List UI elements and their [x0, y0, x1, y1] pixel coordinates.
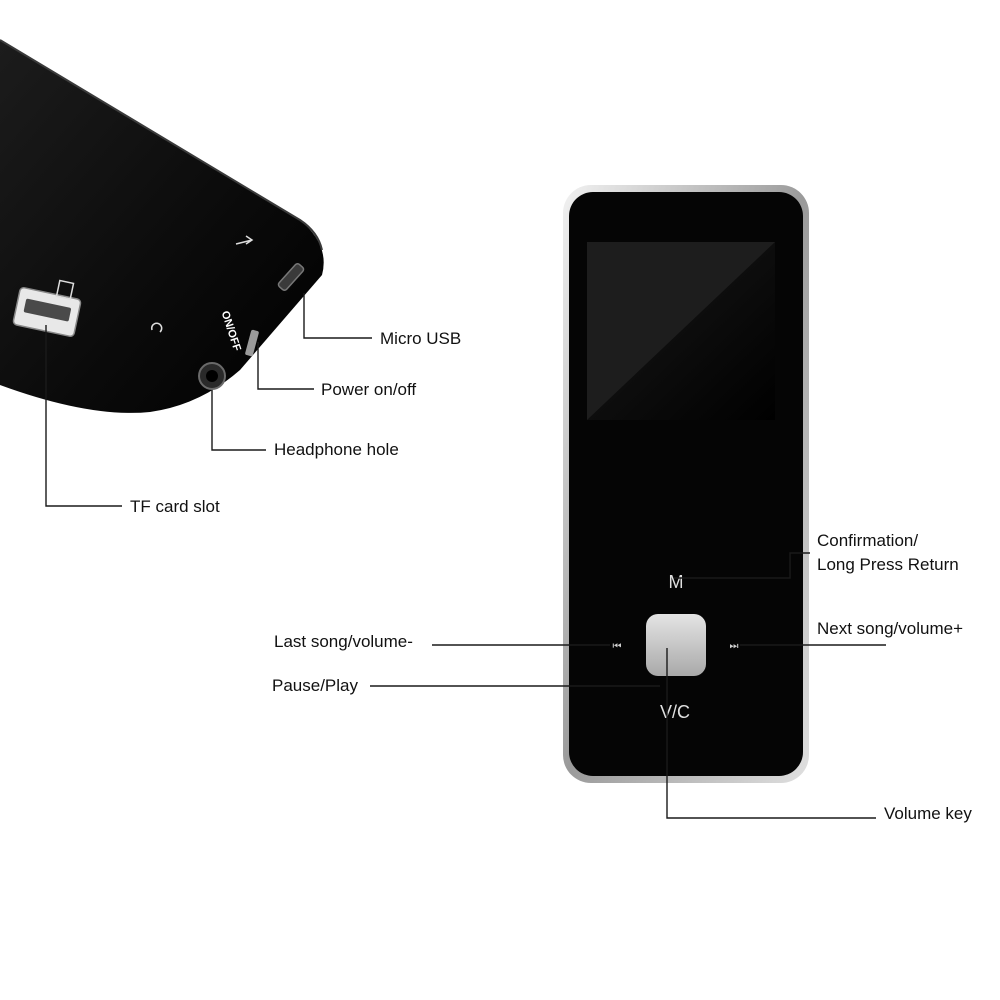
label-micro-usb: Micro USB — [380, 329, 462, 348]
tf-card-icon — [55, 279, 75, 300]
device-body-bottom — [0, 40, 324, 413]
leader-tf-card — [45, 325, 122, 507]
leader-headphone — [211, 390, 266, 451]
label-confirmation-line2: Long Press Return — [817, 555, 959, 574]
leader-micro-usb — [303, 293, 372, 339]
label-confirmation-line1: Confirmation/ — [817, 531, 919, 550]
center-play-button — [646, 614, 706, 676]
leader-power — [257, 342, 314, 390]
label-next-song: Next song/volume+ — [817, 619, 963, 638]
device-edge-highlight — [0, 39, 323, 251]
menu-key-label: M — [669, 572, 684, 592]
label-pause-play: Pause/Play — [272, 676, 358, 695]
label-tf-card: TF card slot — [130, 497, 220, 516]
micro-usb-port — [277, 262, 305, 292]
label-power: Power on/off — [321, 380, 417, 399]
leader-confirm — [674, 552, 810, 579]
leader-lines — [45, 293, 886, 819]
volume-key-label: V/C — [660, 702, 690, 722]
next-key-icon: ⏭ — [730, 641, 739, 652]
power-switch — [245, 329, 259, 357]
label-confirmation: Confirmation/ Long Press Return — [817, 529, 959, 577]
label-last-song: Last song/volume- — [274, 632, 413, 651]
screen-glare — [587, 242, 775, 420]
usb-icon — [235, 235, 254, 245]
label-headphone: Headphone hole — [274, 440, 399, 459]
label-volume-key: Volume key — [884, 804, 972, 823]
leader-volume-key — [666, 648, 876, 819]
headphone-icon — [150, 322, 163, 333]
bottom-view-device: ON/OFF — [0, 39, 324, 413]
prev-key-icon: ⏮ — [613, 641, 622, 652]
front-view-device: M ⏮ ⏭ V/C — [563, 185, 809, 783]
